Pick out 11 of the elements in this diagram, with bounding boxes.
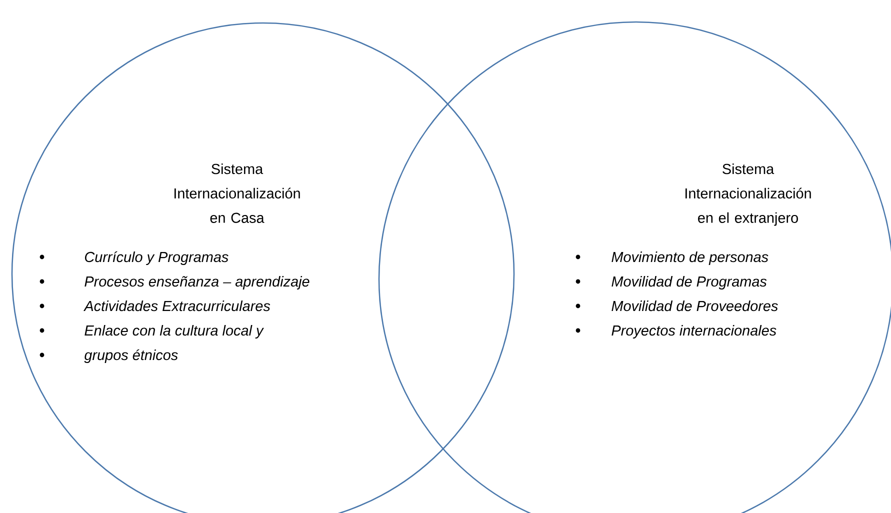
list-item: Procesos enseñanza – aprendizaje bbox=[40, 276, 310, 290]
heading: Sistema Internacionalización en el extranjero bbox=[686, 164, 811, 226]
list-item: Enlace con la cultura local y bbox=[40, 325, 264, 338]
list-item: Movilidad de Programas bbox=[576, 276, 767, 290]
list-item: Movilidad de Proveedores bbox=[576, 300, 778, 312]
heading: Sistema Internacionalización en Casa bbox=[174, 164, 300, 223]
list-item: Movimiento de personas bbox=[576, 252, 768, 265]
list-item: Actividades Extracurriculares bbox=[40, 300, 270, 312]
list-item: grupos étnicos bbox=[40, 349, 178, 363]
list-item: Currículo y Programas bbox=[40, 251, 228, 265]
list-item: Proyectos internacionales bbox=[576, 325, 776, 338]
